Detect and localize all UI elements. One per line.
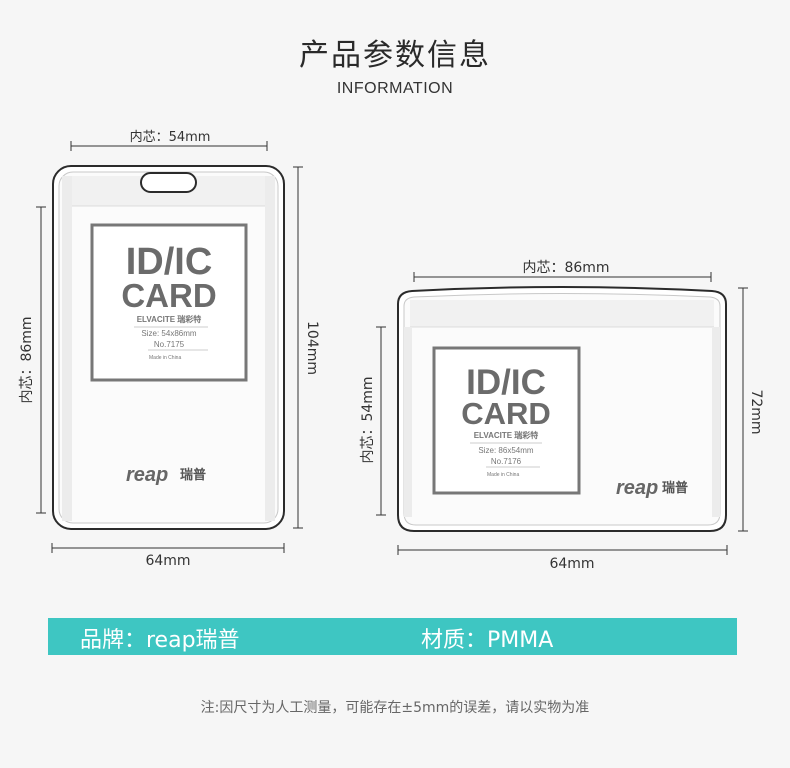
h-card-line2: CARD [461, 396, 551, 431]
v-card-model: No.7175 [154, 340, 185, 349]
h-card-model: No.7176 [491, 457, 522, 466]
vertical-card-holder: 内芯：54mm 内芯：86mm 104mm 64mm ID/IC CARD EL… [19, 129, 320, 569]
h-reap-logo-cn: 瑞普 [662, 480, 688, 495]
h-left-dim-label: 内芯：54mm [360, 376, 376, 463]
v-lanyard-slot [140, 172, 197, 193]
h-top-dim-label: 内芯：86mm [522, 260, 609, 276]
v-top-dim-label: 内芯：54mm [130, 129, 211, 145]
horizontal-card-holder: 内芯：86mm 内芯：54mm 72mm 64mm ID/IC CARD ELV… [360, 260, 764, 572]
h-right-dim-label: 72mm [748, 389, 764, 434]
spec-brand: 品牌：reap瑞普 [80, 628, 240, 653]
v-reap-logo-cn: 瑞普 [180, 467, 206, 482]
measurement-note: 注:因尺寸为人工测量，可能存在±5mm的误差，请以实物为准 [200, 700, 590, 716]
h-card-line1: ID/IC [466, 363, 546, 402]
spec-banner: 品牌：reap瑞普 材质：PMMA [48, 618, 737, 655]
v-card-frame [90, 223, 248, 382]
v-card-size: Size: 54x86mm [141, 329, 196, 338]
v-left-dim-label: 内芯：86mm [19, 316, 35, 403]
h-card-size: Size: 86x54mm [478, 446, 533, 455]
h-bottom-dim-label: 64mm [549, 556, 594, 572]
h-card-origin: Made in China [487, 472, 519, 478]
h-reap-logo: reap [616, 477, 658, 499]
h-card-frame [432, 346, 581, 495]
v-card-line1: ID/IC [126, 241, 213, 283]
h-card-brand: ELVACITE 瑞彩特 [474, 430, 539, 440]
v-reap-logo: reap [126, 464, 168, 486]
v-card-brand: ELVACITE 瑞彩特 [137, 314, 202, 324]
v-bottom-dim-label: 64mm [145, 553, 190, 569]
spec-material: 材质：PMMA [421, 628, 554, 653]
page-subtitle: INFORMATION [336, 80, 454, 97]
v-card-origin: Made in China [149, 355, 181, 361]
v-right-dim-label: 104mm [304, 321, 320, 375]
v-card-line2: CARD [121, 277, 216, 314]
page-title: 产品参数信息 [299, 38, 491, 73]
